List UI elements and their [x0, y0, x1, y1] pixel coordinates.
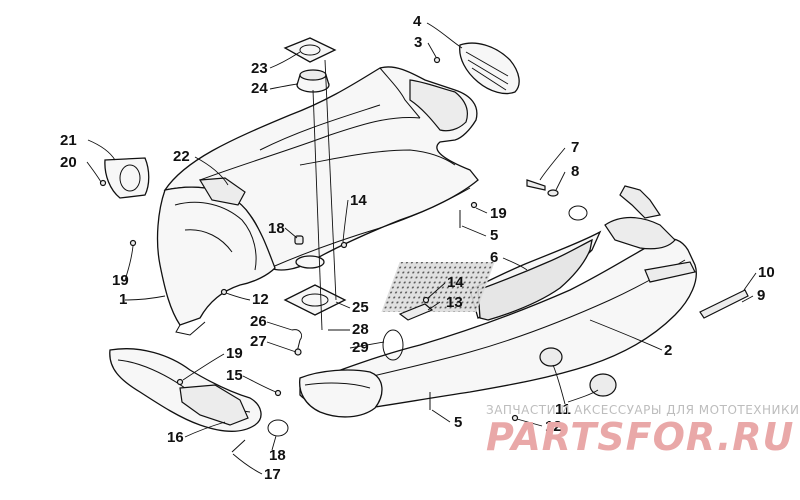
callout-29: 29	[352, 339, 369, 356]
watermark-tagline: ЗАПЧАСТИ И АКСЕССУАРЫ ДЛЯ МОТОТЕХНИКИ	[486, 403, 800, 417]
callout-7: 7	[571, 139, 579, 156]
boot-top	[296, 69, 330, 93]
callout-10: 10	[758, 264, 775, 281]
light-housing	[104, 157, 150, 199]
callout-labels: 4 3 23 24 21 20 22 7 8 14 19 18 5 6 19 1…	[60, 13, 775, 483]
callout-14b: 14	[447, 274, 464, 291]
callout-2: 2	[664, 342, 672, 359]
front-bumper	[109, 348, 262, 433]
vent-grille	[459, 42, 520, 95]
callout-18b: 18	[269, 447, 286, 464]
callout-1: 1	[119, 291, 127, 308]
callout-13: 13	[446, 294, 463, 311]
side-panel-left	[156, 177, 276, 336]
callout-12a: 12	[252, 291, 269, 308]
hardware	[99, 56, 749, 453]
callout-27: 27	[250, 333, 267, 350]
side-panel-right	[299, 185, 697, 411]
callout-20: 20	[60, 154, 77, 171]
callout-17: 17	[264, 466, 281, 483]
callout-19c: 19	[226, 345, 243, 362]
leader-lines	[86, 22, 757, 475]
mesh-dots	[381, 262, 495, 312]
gasket-plate-top	[283, 37, 337, 63]
callout-24: 24	[251, 80, 268, 97]
callout-21: 21	[60, 132, 77, 149]
callout-23: 23	[251, 60, 268, 77]
callout-11: 11	[555, 401, 571, 418]
callout-16: 16	[167, 429, 184, 446]
callout-5a: 5	[490, 227, 498, 244]
callout-9: 9	[757, 287, 765, 304]
nose-cover	[299, 369, 383, 418]
boot-lower	[295, 255, 325, 269]
callout-28: 28	[352, 321, 369, 338]
callout-4: 4	[413, 13, 422, 30]
callout-26: 26	[250, 313, 267, 330]
callout-5b: 5	[454, 414, 462, 431]
callout-15: 15	[226, 367, 243, 384]
callout-8: 8	[571, 163, 579, 180]
watermark: ЗАПЧАСТИ И АКСЕССУАРЫ ДЛЯ МОТОТЕХНИКИ PA…	[486, 403, 800, 459]
callout-19b: 19	[112, 272, 129, 289]
mesh-panel	[381, 230, 602, 321]
callout-14a: 14	[350, 192, 367, 209]
gasket-plate-bottom	[283, 284, 347, 316]
callout-19a: 19	[490, 205, 507, 222]
callout-25: 25	[352, 299, 369, 316]
belly-pan-front	[163, 66, 479, 271]
callout-22: 22	[173, 148, 190, 165]
callout-3: 3	[414, 34, 422, 51]
callout-18a: 18	[268, 220, 285, 237]
callout-6: 6	[490, 249, 498, 266]
callout-12b: 12	[545, 418, 562, 435]
watermark-brand: PARTSFOR.RU	[486, 415, 794, 459]
